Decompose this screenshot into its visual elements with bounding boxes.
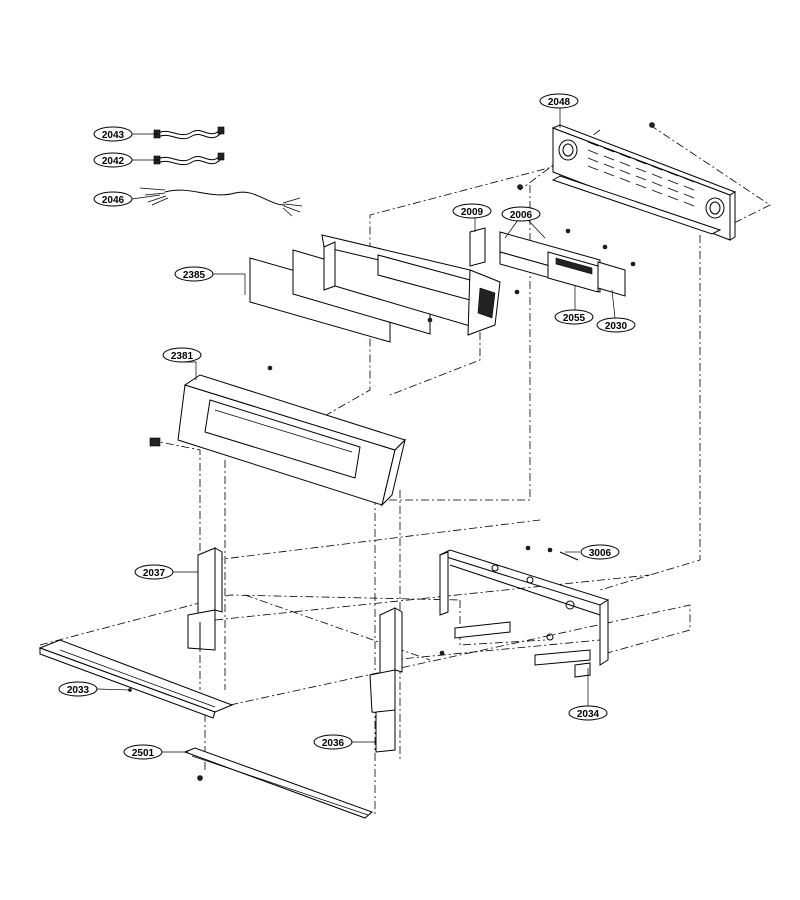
svg-text:2036: 2036 (322, 738, 345, 749)
callout-2033: 2033 (58, 681, 98, 697)
callout-3006: 3006 (580, 544, 620, 560)
callout-2381: 2381 (162, 347, 202, 363)
callout-2046: 2046 (93, 191, 133, 207)
part-2385-display-panels (249, 234, 520, 343)
part-2030-control-knob-plate (597, 261, 636, 297)
part-2033-front-rail (38, 639, 234, 719)
part-2055-switch-board (547, 251, 599, 293)
callout-2009: 2009 (452, 203, 492, 219)
svg-text:2046: 2046 (102, 195, 125, 206)
callout-2006: 2006 (501, 206, 541, 222)
part-2381-control-panel-frame (149, 365, 406, 507)
svg-text:2385: 2385 (183, 270, 206, 281)
part-3006-screw (559, 551, 579, 561)
part-2009-bracket (469, 227, 486, 267)
part-2043-wire-harness (153, 126, 225, 140)
svg-text:2048: 2048 (548, 97, 571, 108)
svg-text:2042: 2042 (102, 156, 125, 167)
svg-text:2381: 2381 (171, 351, 194, 362)
part-2046-wire-harness (139, 187, 303, 217)
svg-text:2033: 2033 (67, 685, 90, 696)
part-2048-vent-panel (517, 122, 737, 241)
svg-text:2034: 2034 (577, 709, 600, 720)
svg-text:2043: 2043 (102, 130, 125, 141)
callout-2385: 2385 (174, 266, 214, 282)
callout-2055: 2055 (554, 309, 594, 325)
part-2034-main-chassis (438, 545, 610, 678)
svg-text:3006: 3006 (589, 548, 612, 559)
svg-text:2501: 2501 (132, 748, 155, 759)
svg-text:2055: 2055 (563, 313, 586, 324)
callout-2034: 2034 (568, 705, 608, 721)
svg-text:2009: 2009 (461, 207, 484, 218)
part-2501-trim-strip (183, 747, 373, 819)
part-2042-wire-harness (153, 152, 225, 166)
part-2036-right-bracket (369, 607, 403, 753)
callout-2037: 2037 (134, 564, 174, 580)
callout-2048: 2048 (539, 93, 579, 109)
part-2037-left-bracket (187, 547, 223, 651)
callout-2036: 2036 (313, 734, 353, 750)
callout-2042: 2042 (93, 152, 133, 168)
callout-2030: 2030 (596, 317, 636, 333)
callout-2043: 2043 (93, 126, 133, 142)
svg-text:2037: 2037 (143, 568, 166, 579)
svg-text:2006: 2006 (510, 210, 533, 221)
assembly-guide-lines (39, 124, 771, 815)
callout-2501: 2501 (123, 744, 163, 760)
svg-text:2030: 2030 (605, 321, 628, 332)
